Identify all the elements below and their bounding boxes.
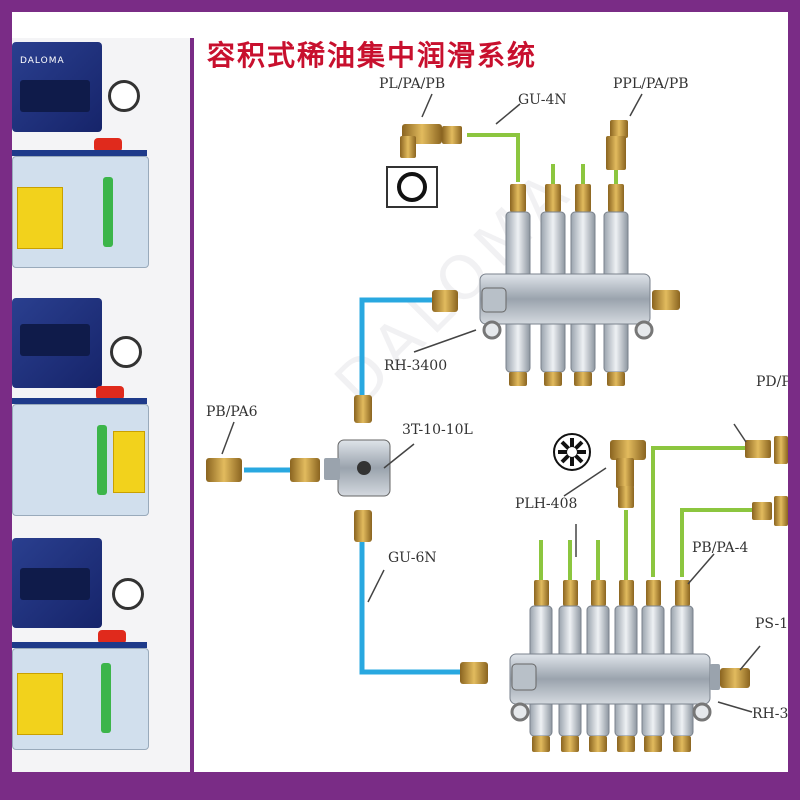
pump-control-panel xyxy=(20,568,90,600)
green-tube-upper xyxy=(467,133,618,184)
elbow-fitting xyxy=(606,120,628,170)
warning-label xyxy=(17,187,63,249)
pump-control-panel xyxy=(20,80,90,112)
pump-control-panel xyxy=(20,324,90,356)
warning-label xyxy=(17,673,63,735)
label-pb-pa-4: PB/PA-4 xyxy=(692,540,749,556)
level-indicator xyxy=(97,425,107,495)
elbow-fitting xyxy=(400,124,462,158)
label-plh-408: PLH-408 xyxy=(515,496,578,512)
oil-cap xyxy=(94,138,122,152)
pump-stripe xyxy=(12,150,147,156)
bottom-bar xyxy=(0,772,800,800)
level-indicator xyxy=(103,177,113,247)
label-3t-10-10l: 3T-10-10L xyxy=(402,422,473,438)
pump-unit-icon xyxy=(12,538,187,768)
label-gu-6n: GU-6N xyxy=(388,550,437,566)
pump-stripe xyxy=(12,398,147,404)
pump-brand: DALOMA xyxy=(20,56,65,66)
o-ring-icon xyxy=(386,166,438,208)
pump-head: DALOMA xyxy=(12,42,102,132)
blue-tube xyxy=(244,297,460,675)
pump-stripe xyxy=(12,642,147,648)
diagram-panel: DALOMA xyxy=(12,12,788,772)
lubrication-diagram xyxy=(206,93,788,752)
pump-unit-icon xyxy=(12,298,187,528)
leader-lines xyxy=(221,93,761,713)
warning-label xyxy=(113,431,145,493)
pump-photo-strip: DALOMA xyxy=(12,38,194,772)
label-pl-pa-pb: PL/PA/PB xyxy=(379,76,446,92)
label-ps-1: PS-1 xyxy=(755,616,788,632)
oil-tank xyxy=(12,648,149,750)
straight-fitting xyxy=(745,436,788,526)
oil-tank xyxy=(12,404,149,516)
pressure-gauge-icon xyxy=(110,336,142,368)
green-tube-lower xyxy=(539,446,772,580)
label-rh-3400: RH-3400 xyxy=(384,358,448,374)
level-indicator xyxy=(101,663,111,733)
label-pd-p: PD/P xyxy=(756,374,788,390)
label-rh-3: RH-3 xyxy=(752,706,788,722)
pump-unit-icon: DALOMA xyxy=(12,42,187,282)
tee-fitting xyxy=(206,395,391,542)
elbow-fitting xyxy=(610,440,646,508)
upper-manifold xyxy=(432,184,680,386)
label-ppl-pa-pb: PPL/PA/PB xyxy=(613,76,689,92)
oil-cap xyxy=(96,386,124,400)
oil-cap xyxy=(98,630,126,644)
label-pb-pa6: PB/PA6 xyxy=(206,404,258,420)
oil-tank xyxy=(12,156,149,268)
pressure-gauge-icon xyxy=(108,80,140,112)
page-title: 容积式稀油集中润滑系统 xyxy=(207,39,538,72)
pump-head xyxy=(12,298,102,388)
label-gu-4n: GU-4N xyxy=(518,92,567,108)
fan-nozzle-icon xyxy=(553,433,591,471)
lower-manifold xyxy=(460,580,750,752)
pump-head xyxy=(12,538,102,628)
pressure-gauge-icon xyxy=(112,578,144,610)
